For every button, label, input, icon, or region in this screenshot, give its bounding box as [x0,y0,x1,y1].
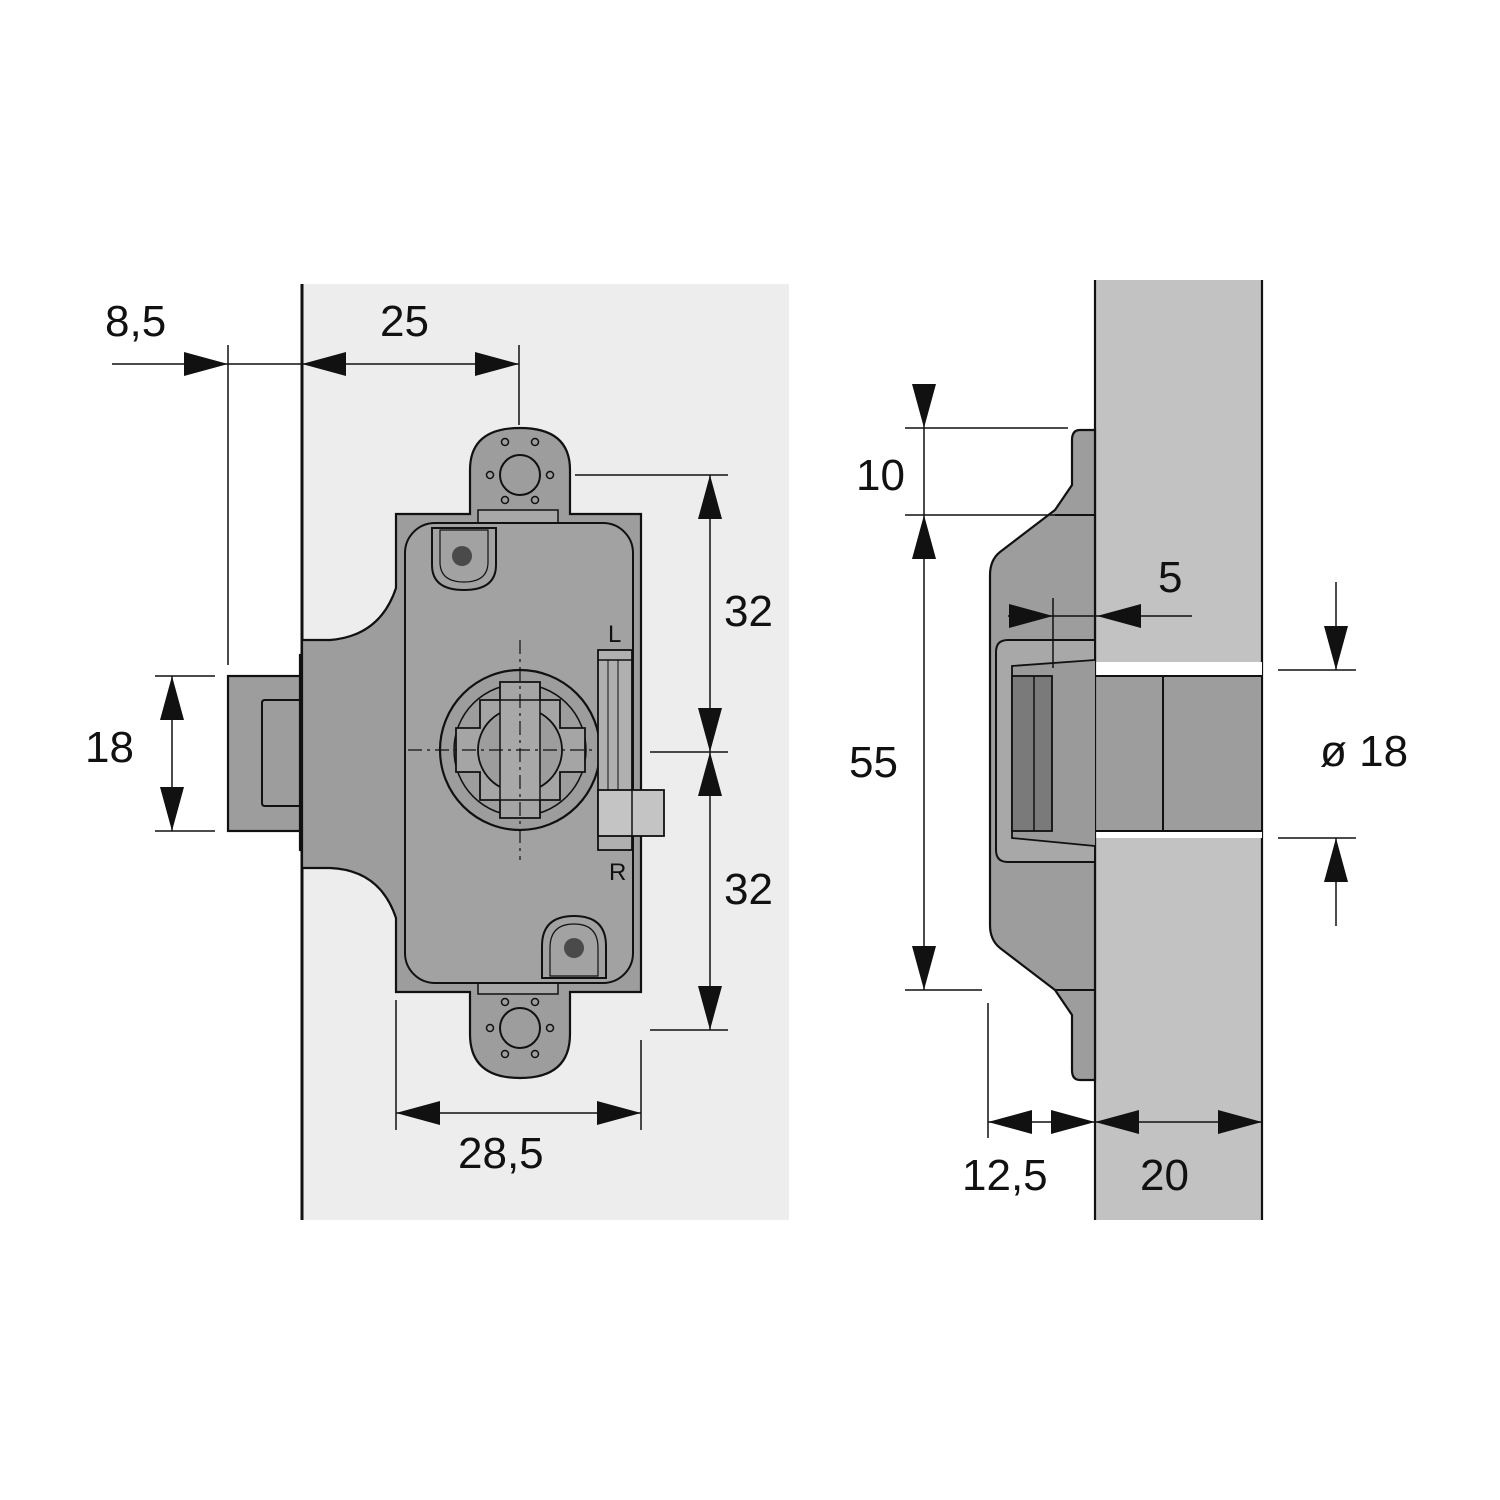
housing-screw-bottom [541,914,607,979]
dim-8-5: 8,5 [105,297,166,346]
dim-25: 25 [380,297,429,346]
arrow-8-5 [184,352,228,376]
dim-18: 18 [85,723,134,772]
arrow-25-left [302,352,346,376]
lr-slider [597,649,665,851]
dim-32-top: 32 [724,587,773,636]
dim-55: 55 [849,738,898,787]
dim-dia-18: ø 18 [1320,727,1408,776]
dim-32-bottom: 32 [724,865,773,914]
top-ear-hole [477,437,559,525]
side-keyway [1011,675,1053,832]
dim-12-5: 12,5 [962,1151,1048,1200]
mark-r: R [609,859,626,886]
housing-screw-top [431,527,497,592]
bottom-ear-hole [477,981,559,1059]
side-view: 10 55 5 ø 18 12,5 20 [849,280,1408,1220]
dim-20: 20 [1140,1151,1189,1200]
front-view: L R 8,5 25 32 32 18 [85,284,789,1220]
side-bolt [1094,675,1263,832]
dim-28-5: 28,5 [458,1129,544,1178]
dim-10: 10 [856,451,905,500]
mark-l: L [608,621,621,648]
arrow-25-right [475,352,519,376]
dim-5: 5 [1158,553,1182,602]
